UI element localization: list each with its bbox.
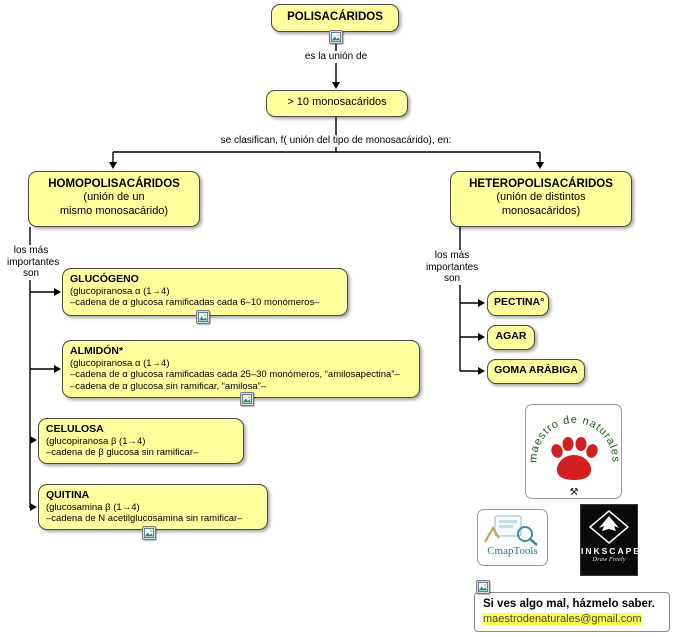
picture-glyph bbox=[331, 32, 341, 42]
node-title: HOMOPOLISACÁRIDOS bbox=[48, 178, 180, 190]
node-quitina[interactable]: QUITINA (glucosamina β (1→4) –cadena de … bbox=[38, 484, 268, 530]
node-title: HETEROPOLISACÁRIDOS bbox=[469, 178, 613, 190]
node-line: –cadena de N acetilglucosamina sin ramif… bbox=[46, 513, 243, 525]
node-goma-arabiga[interactable]: GOMA ARÁBIGA bbox=[487, 359, 585, 384]
node-label: AGAR bbox=[495, 330, 527, 342]
node-monosacaridos[interactable]: > 10 monosacáridos bbox=[266, 90, 408, 117]
inkscape-tagline: Draw Freely bbox=[592, 556, 626, 563]
node-heteropolisacaridos[interactable]: HETEROPOLISACÁRIDOS (unión de distintos … bbox=[450, 171, 632, 227]
node-pectina[interactable]: PECTINA° bbox=[487, 291, 549, 316]
picture-glyph bbox=[478, 582, 488, 592]
node-line: –cadena de α glucosa ramificadas cada 6–… bbox=[70, 297, 320, 309]
email-link[interactable]: maestrodenaturales@gmail.com bbox=[483, 612, 642, 625]
node-homopolisacaridos[interactable]: HOMOPOLISACÁRIDOS (unión de un mismo mon… bbox=[28, 171, 200, 227]
node-title: POLISACÁRIDOS bbox=[287, 11, 383, 23]
node-label: GOMA ARÁBIGA bbox=[494, 364, 578, 376]
picture-glyph bbox=[144, 528, 154, 538]
maestro-naturales-logo: maestro de naturales ⚒ bbox=[525, 404, 622, 499]
feedback-message: Si ves algo mal, házmelo saber. bbox=[483, 598, 655, 610]
contact-email: maestrodenaturales@gmail.com bbox=[483, 612, 661, 626]
cmaptools-wordmark: CmapTools bbox=[487, 545, 538, 557]
node-almidon[interactable]: ALMIDÓN* (glucopiranosa α (1→4) –cadena … bbox=[62, 340, 420, 398]
image-resource-icon[interactable] bbox=[329, 30, 343, 44]
node-line: (glucopiranosa α (1→4) bbox=[70, 357, 170, 369]
picture-glyph bbox=[242, 394, 252, 404]
node-title: ALMIDÓN* bbox=[70, 345, 124, 357]
link-label-se-clasifican: se clasifican, f( unión del tipo de mono… bbox=[206, 135, 466, 147]
image-resource-icon[interactable] bbox=[196, 310, 210, 324]
image-resource-icon[interactable] bbox=[142, 526, 156, 540]
picture-glyph bbox=[198, 312, 208, 322]
inkscape-wordmark: INKSCAPE bbox=[581, 546, 641, 556]
node-line: –cadena de α glucosa sin ramificar, “ami… bbox=[70, 381, 267, 393]
node-line: (glucosamina β (1→4) bbox=[46, 501, 140, 513]
node-polisacaridos[interactable]: POLISACÁRIDOS bbox=[271, 4, 399, 32]
node-title: GLUCÓGENO bbox=[70, 273, 139, 285]
image-resource-icon[interactable] bbox=[476, 580, 490, 594]
node-title: CELULOSA bbox=[46, 423, 104, 435]
node-line: –cadena de β glucosa sin ramificar– bbox=[46, 447, 199, 459]
hammer-pick-icon: ⚒ bbox=[570, 487, 579, 498]
cmaptools-logo: CmapTools bbox=[477, 509, 548, 566]
node-label: PECTINA° bbox=[494, 296, 545, 308]
node-title: QUITINA bbox=[46, 489, 90, 501]
maestro-logo-graphic: maestro de naturales ⚒ bbox=[527, 414, 620, 498]
node-line: –cadena de α glucosa ramificadas cada 25… bbox=[70, 369, 400, 381]
image-resource-icon[interactable] bbox=[240, 392, 254, 406]
node-subtitle: (unión de un mismo monosacárido) bbox=[59, 191, 169, 217]
link-label-importantes-left: los más importantes son bbox=[5, 245, 60, 280]
inkscape-logo: INKSCAPE Draw Freely bbox=[580, 504, 641, 576]
node-subtitle: (unión de distintos monosacáridos) bbox=[496, 191, 586, 217]
node-glucogeno[interactable]: GLUCÓGENO (glucopiranosa α (1→4) –cadena… bbox=[62, 268, 348, 316]
node-celulosa[interactable]: CELULOSA (glucopiranosa β (1→4) –cadena … bbox=[38, 418, 244, 464]
feedback-note: Si ves algo mal, házmelo saber. maestrod… bbox=[474, 592, 670, 632]
node-agar[interactable]: AGAR bbox=[487, 325, 535, 350]
inkscape-diamond-icon bbox=[589, 510, 629, 544]
node-line: (glucopiranosa β (1→4) bbox=[46, 435, 146, 447]
link-label-es-la-union: es la unión de bbox=[300, 51, 372, 63]
link-label-importantes-right: los más importantes son bbox=[424, 250, 480, 285]
node-line: (glucopiranosa α (1→4) bbox=[70, 285, 170, 297]
node-label: > 10 monosacáridos bbox=[287, 96, 387, 108]
paw-print-icon bbox=[551, 437, 598, 480]
cmaptools-logo-graphic bbox=[483, 515, 538, 546]
